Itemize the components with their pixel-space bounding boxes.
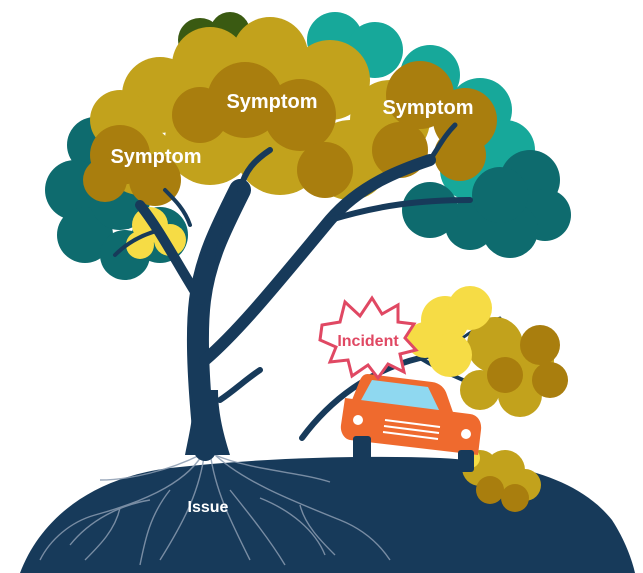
incident-label: Incident: [337, 333, 399, 350]
symptom-label-left: Symptom: [110, 146, 201, 168]
symptom-label-center: Symptom: [226, 91, 317, 113]
issue-label: Issue: [188, 499, 229, 516]
symptom-label-right: Symptom: [382, 97, 473, 119]
